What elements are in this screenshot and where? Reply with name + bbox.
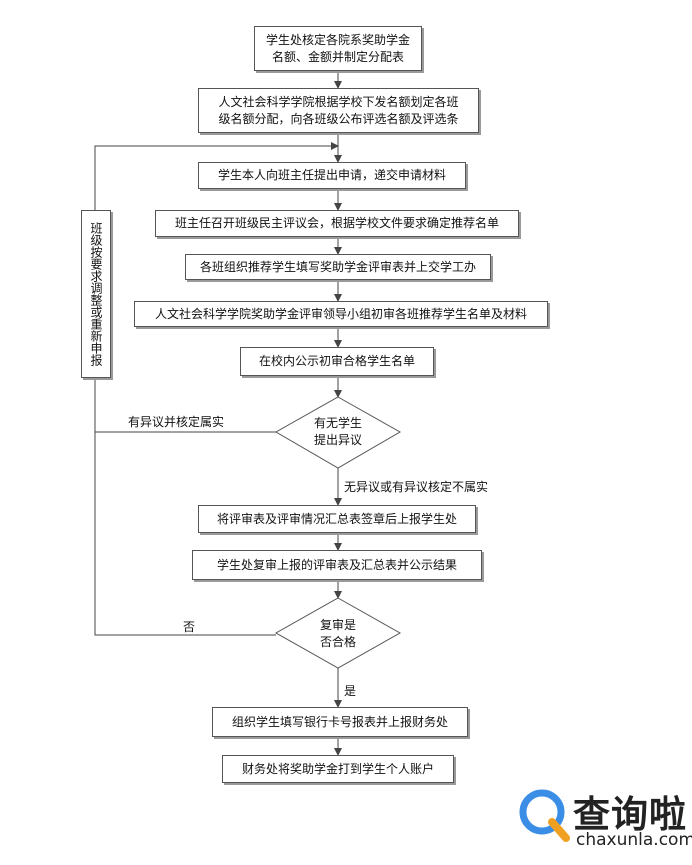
side-box-resubmit: 班级按要求调整或重新申报 [81, 210, 111, 378]
decision-review-shape [274, 597, 402, 669]
edge-label-review-yes: 是 [344, 684, 357, 698]
decision-review-label: 复审是 否合格 [319, 618, 356, 649]
watermark-brand: 查询啦 [573, 793, 687, 836]
decision-objection-shape [274, 396, 402, 469]
step-8-submit-to-office: 将评审表及评审情况汇总表签章后上报学生处 [198, 505, 476, 533]
step-5-fill-form: 各班组织推荐学生填写奖助学金评审表并上交学工办 [185, 254, 491, 280]
edge-label-objection-no: 无异议或有异议核定不属实 [344, 480, 489, 494]
step-3-student-application: 学生本人向班主任提出申请，递交申请材料 [198, 162, 466, 189]
step-1-allocate-quota: 学生处核定各院系奖助学金名额、金额并制定分配表 [254, 26, 422, 71]
step-10-bank-card-form: 组织学生填写银行卡号报表并上报财务处 [212, 707, 468, 737]
step-6-preliminary-review: 人文社会科学学院奖助学金评审领导小组初审各班推荐学生名单及材料 [134, 301, 548, 327]
step-4-class-evaluation: 班主任召开班级民主评议会，根据学校文件要求确定推荐名单 [155, 210, 519, 237]
watermark-url: chaxunla.com [576, 830, 692, 850]
step-9-final-review: 学生处复审上报的评审表及汇总表并公示结果 [192, 550, 482, 580]
step-7-public-notice: 在校内公示初审合格学生名单 [240, 347, 434, 376]
loop-top [94, 142, 339, 210]
edge-label-review-no: 否 [183, 620, 196, 634]
step-2-college-distribution: 人文社会科学学院根据学校下发名额划定各班级名额分配，向各班级公布评选名额及评选条 [198, 88, 479, 133]
step-11-transfer-funds: 财务处将奖助学金打到学生个人账户 [222, 755, 454, 783]
loop-review-no [94, 379, 276, 636]
watermark-logo-icon [519, 789, 570, 842]
edge-label-objection-yes: 有异议并核定属实 [128, 415, 225, 429]
decision-objection-label: 有无学生 提出异议 [313, 416, 362, 447]
